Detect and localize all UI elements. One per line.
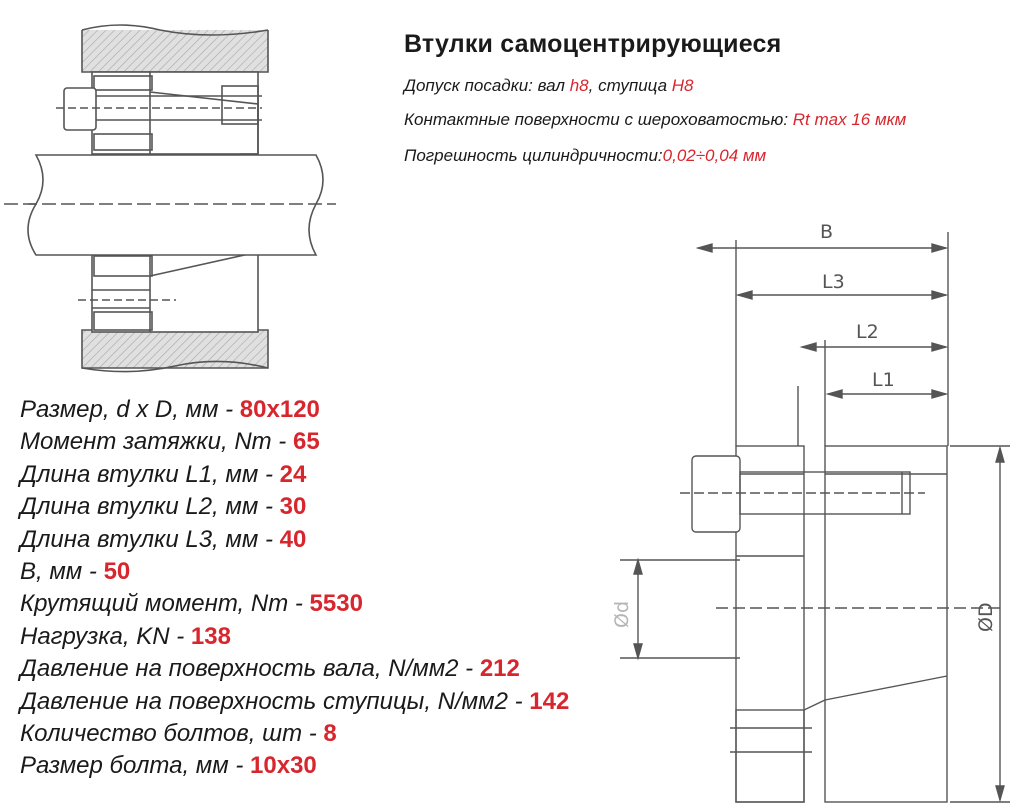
- tolerance-hub: H8: [671, 76, 694, 95]
- param-b: B, мм - 50: [20, 556, 569, 588]
- param-value: 10x30: [250, 752, 317, 780]
- roughness-label: Контактные поверхности с шероховатостью:: [404, 110, 793, 129]
- param-length-l1: Длина втулки L1, мм - 24: [20, 459, 569, 491]
- tolerance-shaft: h8: [569, 76, 589, 95]
- param-shaft-pressure: Давление на поверхность вала, N/мм2 - 21…: [20, 653, 569, 685]
- param-value: 142: [529, 687, 570, 715]
- param-label: Давление на поверхность ступицы, N/мм2 -: [20, 687, 530, 715]
- tolerance-label: Допуск посадки: вал: [404, 76, 570, 95]
- param-length-l3: Длина втулки L3, мм - 40: [20, 524, 569, 556]
- param-label: Длина втулки L2, мм -: [20, 493, 280, 521]
- param-label: Давление на поверхность вала, N/мм2 -: [20, 655, 480, 683]
- param-value: 5530: [309, 590, 363, 618]
- dim-l2-label: L2: [856, 321, 879, 343]
- tolerance-note: Допуск посадки: вал h8, ступица H8: [404, 76, 694, 96]
- param-bolt-count: Количество болтов, шт - 8: [20, 718, 569, 750]
- param-load: Нагрузка, KN - 138: [20, 621, 569, 653]
- dim-b-label: B: [820, 221, 833, 243]
- assembly-drawing: [4, 24, 336, 373]
- param-value: 138: [190, 622, 231, 650]
- param-value: 65: [292, 428, 320, 456]
- param-value: 50: [103, 558, 131, 586]
- param-label: Длина втулки L1, мм -: [20, 460, 280, 488]
- param-value: 8: [323, 720, 337, 748]
- param-value: 24: [279, 460, 307, 488]
- param-label: Размер болта, мм -: [20, 752, 251, 780]
- param-label: B, мм -: [20, 558, 104, 586]
- param-label: Количество болтов, шт -: [20, 720, 324, 748]
- cylindricity-value: 0,02÷0,04 мм: [662, 146, 767, 165]
- param-value: 40: [279, 525, 307, 553]
- tolerance-sep: , ступица: [588, 76, 672, 95]
- parameter-list: Размер, d x D, мм - 80x120 Момент затяжк…: [20, 394, 569, 783]
- param-label: Момент затяжки, Nm -: [20, 428, 293, 456]
- param-size: Размер, d x D, мм - 80x120: [20, 394, 569, 426]
- param-length-l2: Длина втулки L2, мм - 30: [20, 491, 569, 523]
- dim-bigd-label: ØD: [975, 602, 997, 632]
- dim-d-label: Ød: [611, 601, 633, 628]
- param-tightening-torque: Момент затяжки, Nm - 65: [20, 426, 569, 458]
- param-label: Нагрузка, KN -: [20, 622, 191, 650]
- param-label: Крутящий момент, Nm -: [20, 590, 310, 618]
- cylindricity-label: Погрешность цилиндричности:: [404, 146, 663, 165]
- param-value: 30: [279, 493, 307, 521]
- cylindricity-note: Погрешность цилиндричности:0,02÷0,04 мм: [404, 146, 766, 166]
- roughness-note: Контактные поверхности с шероховатостью:…: [404, 110, 906, 130]
- roughness-value: Rt max 16 мкм: [792, 110, 907, 129]
- param-bolt-size: Размер болта, мм - 10x30: [20, 750, 569, 782]
- param-hub-pressure: Давление на поверхность ступицы, N/мм2 -…: [20, 686, 569, 718]
- page-title: Втулки самоцентрирующиеся: [404, 30, 782, 58]
- param-label: Длина втулки L3, мм -: [20, 525, 280, 553]
- dim-l3-label: L3: [822, 271, 845, 293]
- param-torque: Крутящий момент, Nm - 5530: [20, 588, 569, 620]
- dim-l1-label: L1: [872, 369, 895, 391]
- param-value: 80x120: [239, 396, 320, 423]
- dimension-drawing: B L3 L2 L1 Ød ØD: [611, 221, 1010, 803]
- param-value: 212: [479, 655, 520, 683]
- param-label: Размер, d x D, мм -: [20, 396, 240, 423]
